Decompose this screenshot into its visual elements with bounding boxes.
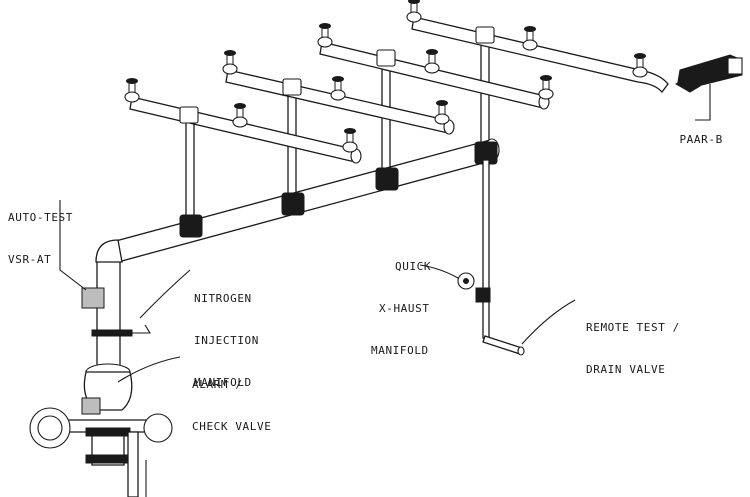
nitrogen-line-3: MANIFOLD xyxy=(194,376,252,389)
sprinkler-head-icon xyxy=(406,0,422,23)
label-alarm-check: ALARM / CHECK VALVE xyxy=(192,350,271,448)
alarm-line-2: CHECK VALVE xyxy=(192,420,272,433)
auto-test-line-2: VSR-AT xyxy=(8,253,52,266)
sprinkler-head-icon xyxy=(317,23,333,48)
quick-line-2: X-HAUST xyxy=(379,302,430,315)
sprinkler-heads xyxy=(124,0,648,153)
quick-line-1: QUICK xyxy=(395,260,432,273)
label-paar-b: PAAR-B xyxy=(665,119,723,147)
nitrogen-line-2: INJECTION xyxy=(194,334,260,347)
label-quick-x-haust: QUICK X-HAUST MANIFOLD xyxy=(371,232,431,372)
nitrogen-generator-icon xyxy=(675,54,743,121)
sprinkler-head-icon xyxy=(632,53,648,78)
main-feed-line xyxy=(95,138,500,272)
branch-line-2 xyxy=(225,69,455,135)
paar-text: PAAR-B xyxy=(679,133,723,146)
sprinkler-head-icon xyxy=(330,76,346,101)
sprinkler-head-icon xyxy=(522,26,538,51)
alarm-line-1: ALARM / xyxy=(192,378,243,391)
branch-line-4 xyxy=(411,16,669,94)
branch-line-3 xyxy=(319,41,550,110)
quick-line-3: MANIFOLD xyxy=(371,344,429,357)
sprinkler-head-icon xyxy=(222,50,238,75)
label-auto-test: AUTO-TEST VSR-AT xyxy=(8,183,73,281)
main-riser xyxy=(29,261,173,497)
sprinkler-head-icon xyxy=(424,49,440,74)
label-nitrogen-injection: NITROGEN INJECTION MANIFOLD xyxy=(194,264,259,404)
label-remote-test: REMOTE TEST / DRAIN VALVE xyxy=(586,293,680,391)
sprinkler-head-icon xyxy=(342,128,358,153)
remote-line-1: REMOTE TEST / xyxy=(586,321,680,334)
auto-test-line-1: AUTO-TEST xyxy=(8,211,74,224)
sprinkler-head-icon xyxy=(124,78,140,103)
sprinkler-head-icon xyxy=(538,75,554,100)
sprinkler-head-icon xyxy=(232,103,248,128)
leader-lines xyxy=(59,200,576,383)
remote-line-2: DRAIN VALVE xyxy=(586,363,666,376)
nitrogen-line-1: NITROGEN xyxy=(194,292,252,305)
branch-line-1 xyxy=(129,96,362,164)
sprinkler-head-icon xyxy=(434,100,450,125)
drain-drop xyxy=(457,159,525,356)
